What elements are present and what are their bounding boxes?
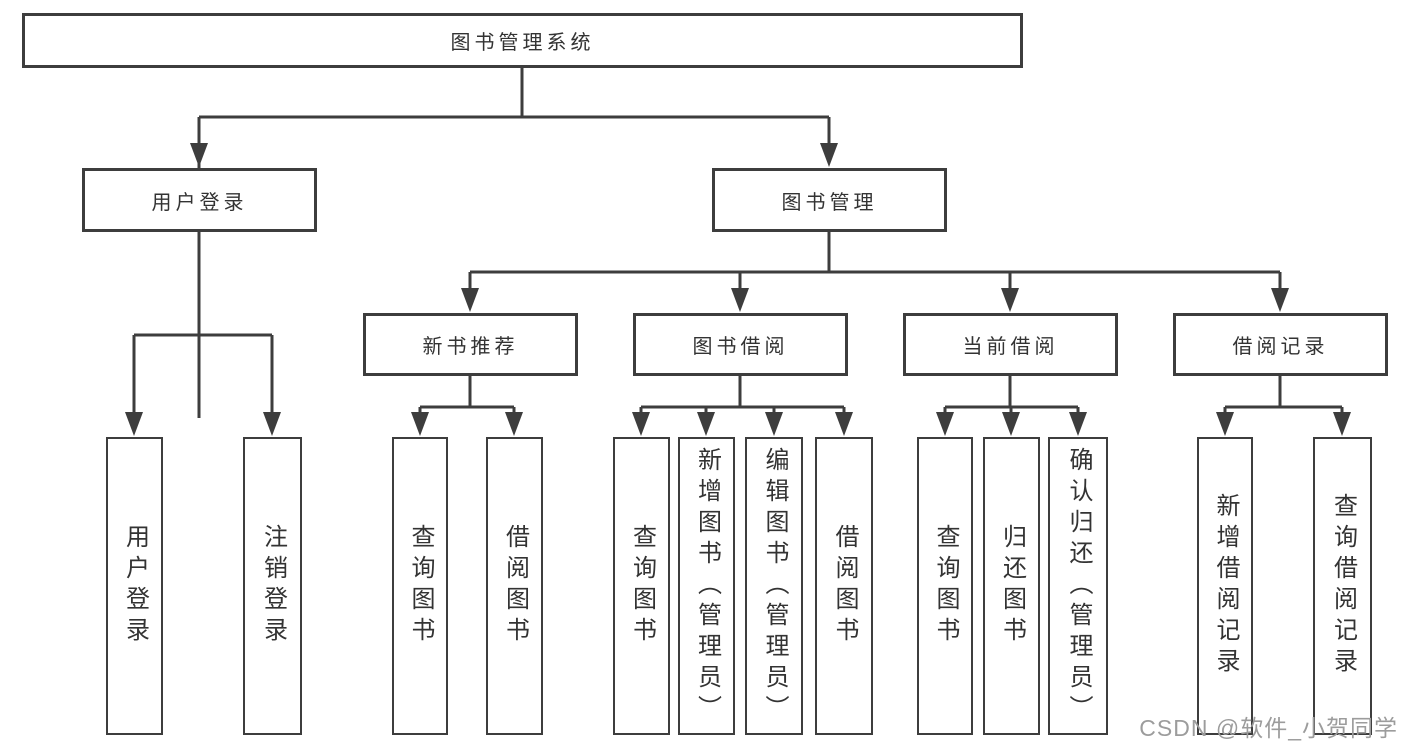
node-new-book-recommend: 新书推荐 <box>363 313 578 376</box>
watermark-text: CSDN @软件_小贺同学 <box>1139 715 1398 741</box>
node-label: 归还图书 <box>998 524 1026 648</box>
arrowhead <box>697 412 715 436</box>
arrowhead <box>936 412 954 436</box>
leaf-recommend-query-books: 查询图书 <box>392 437 448 735</box>
arrowhead <box>1069 412 1087 436</box>
arrowhead <box>1002 412 1020 436</box>
arrowhead <box>835 412 853 436</box>
node-label: 查询图书 <box>628 524 656 648</box>
node-label: 用户登录 <box>151 191 248 214</box>
node-label: 注销登录 <box>259 524 287 648</box>
node-label: 图书借阅 <box>692 336 789 358</box>
node-label: 查询图书 <box>932 524 959 648</box>
leaf-borrow-add-books-admin: 新增图书（管理员） <box>678 437 735 735</box>
arrowhead <box>1271 288 1289 312</box>
node-label: 图书管理系统 <box>450 32 595 54</box>
node-label: 图书管理 <box>781 191 878 214</box>
leaf-user-login: 用户登录 <box>106 437 163 735</box>
node-root: 图书管理系统 <box>22 13 1023 68</box>
leaf-borrow-query-books: 查询图书 <box>613 437 670 735</box>
node-label: 新增图书（管理员） <box>693 446 721 726</box>
node-book-borrow: 图书借阅 <box>633 313 848 376</box>
node-book-management: 图书管理 <box>712 168 947 232</box>
leaf-borrow-borrow-books: 借阅图书 <box>815 437 873 735</box>
node-label: 借阅记录 <box>1232 336 1329 358</box>
arrowhead <box>505 412 523 436</box>
leaf-records-query-record: 查询借阅记录 <box>1313 437 1372 735</box>
node-label: 编辑图书（管理员） <box>761 446 788 726</box>
node-user-login: 用户登录 <box>82 168 317 232</box>
node-label: 借阅图书 <box>831 524 858 648</box>
leaf-current-confirm-return-admin: 确认归还（管理员） <box>1048 437 1108 735</box>
leaf-recommend-borrow-books: 借阅图书 <box>486 437 543 735</box>
arrowhead <box>263 412 281 436</box>
arrowhead <box>820 143 838 167</box>
leaf-logout: 注销登录 <box>243 437 302 735</box>
arrowhead <box>411 412 429 436</box>
connector-book-management-to-level3 <box>461 232 1289 312</box>
connector-new-book-recommend-to-leaves <box>411 376 523 436</box>
arrowhead <box>765 412 783 436</box>
arrowhead <box>731 288 749 312</box>
arrowhead <box>632 412 650 436</box>
arrowhead <box>190 143 208 167</box>
arrowhead <box>1216 412 1234 436</box>
arrowhead <box>125 412 143 436</box>
leaf-records-add-record: 新增借阅记录 <box>1197 437 1253 735</box>
node-label: 用户登录 <box>121 524 149 648</box>
arrowhead <box>1001 288 1019 312</box>
connector-book-borrow-to-leaves <box>632 376 853 436</box>
connector-borrow-records-to-leaves <box>1216 376 1351 436</box>
node-current-borrow: 当前借阅 <box>903 313 1118 376</box>
connector-root-to-level2 <box>190 68 838 418</box>
leaf-current-return-books: 归还图书 <box>983 437 1040 735</box>
connector-user-login-to-leaves <box>125 232 281 436</box>
node-label: 当前借阅 <box>962 336 1059 358</box>
arrowhead <box>461 288 479 312</box>
node-borrow-records: 借阅记录 <box>1173 313 1388 376</box>
leaf-current-query-books: 查询图书 <box>917 437 973 735</box>
node-label: 确认归还（管理员） <box>1065 446 1092 726</box>
node-label: 新书推荐 <box>422 336 519 358</box>
node-label: 借阅图书 <box>501 524 529 648</box>
node-label: 查询图书 <box>407 524 434 648</box>
leaf-borrow-edit-books-admin: 编辑图书（管理员） <box>745 437 803 735</box>
node-label: 新增借阅记录 <box>1212 493 1239 679</box>
connector-current-borrow-to-leaves <box>936 376 1087 436</box>
arrowhead <box>1333 412 1351 436</box>
node-label: 查询借阅记录 <box>1329 493 1357 679</box>
